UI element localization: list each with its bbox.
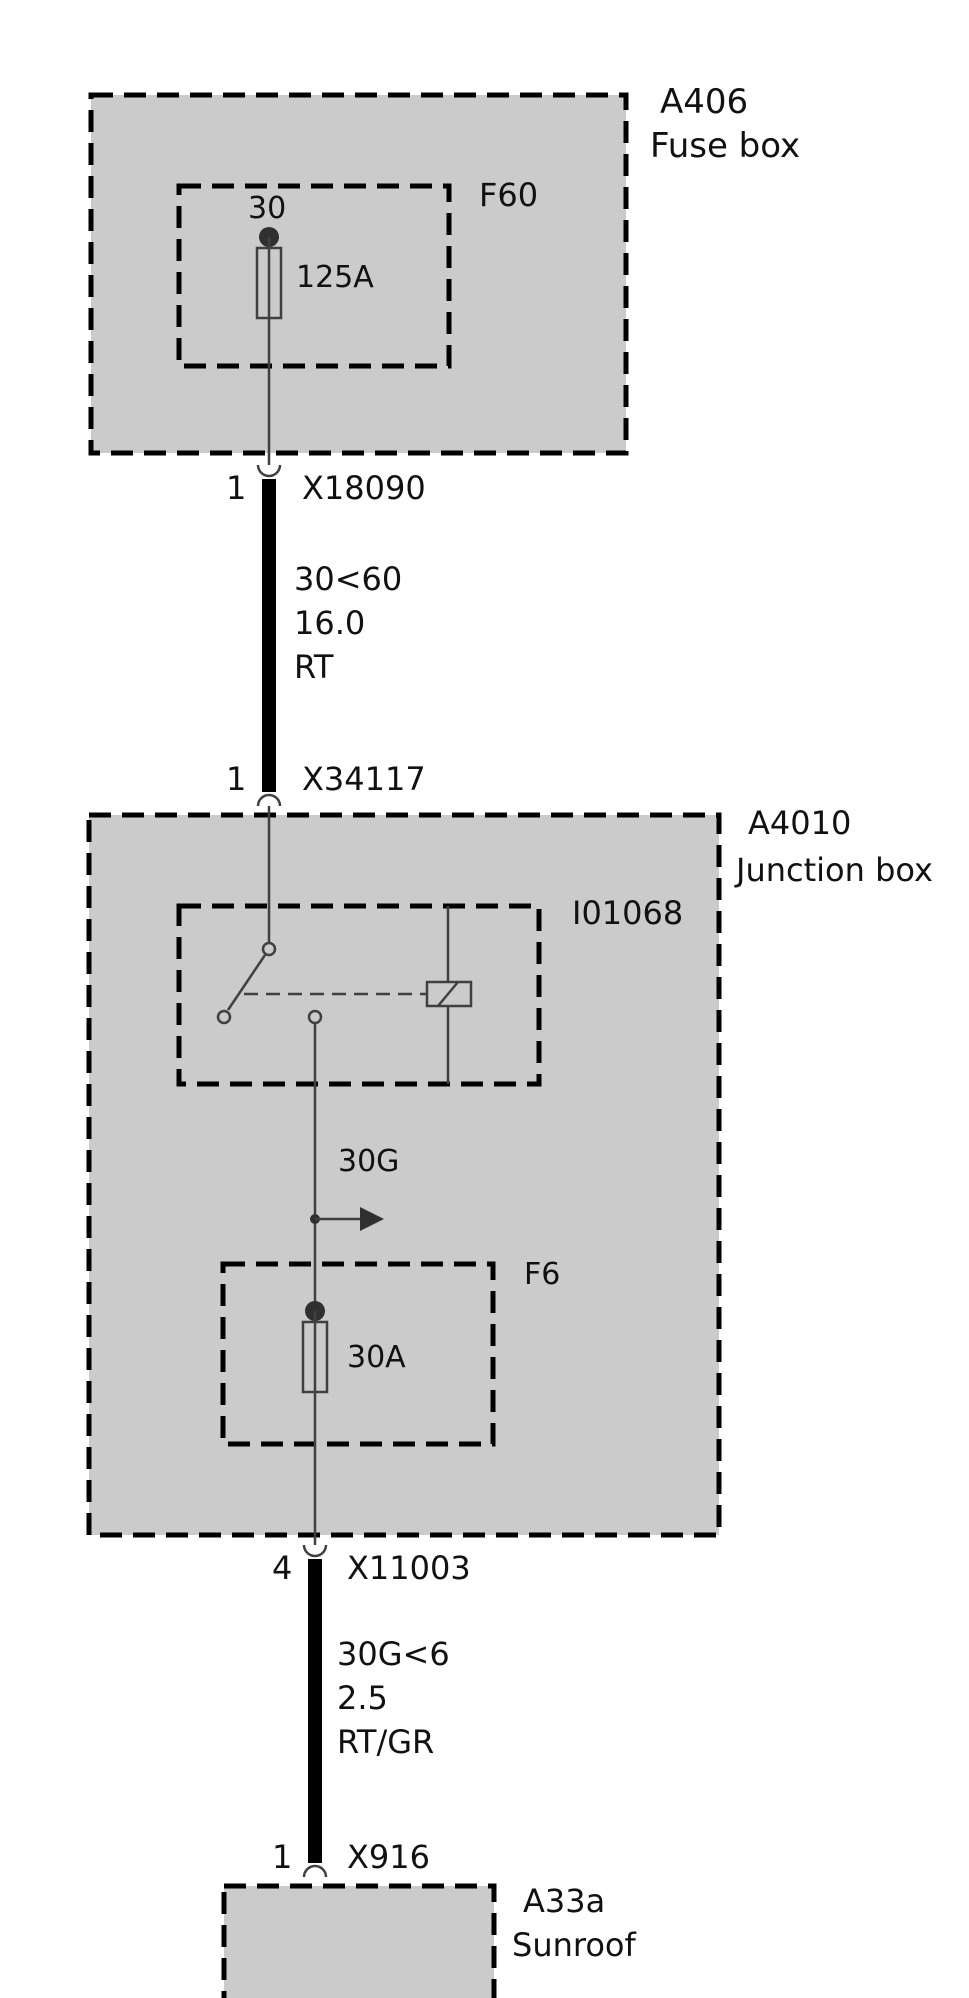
connector-x916[interactable]: 1 X916	[272, 1838, 430, 1878]
wire-2-circuit: 30G<6	[337, 1635, 450, 1673]
connector-x916-pin: 1	[272, 1838, 292, 1876]
fuse-f60-id: F60	[479, 176, 538, 214]
fuse-box-a406[interactable]: A406 Fuse box	[88, 82, 800, 456]
connector-x18090-id: X18090	[302, 469, 426, 507]
fuse-f6-id: F6	[524, 1257, 560, 1292]
relay-contact-common	[261, 941, 277, 957]
wire-1[interactable]: 30<60 16.0 RT	[262, 479, 402, 792]
relay-switch-arm	[226, 954, 267, 1011]
fuse-f6[interactable]: F6 30A	[220, 1257, 560, 1447]
wire-2-gauge: 2.5	[337, 1679, 388, 1717]
fuse-f60-outline	[176, 183, 452, 369]
wire-1-color: RT	[294, 648, 334, 686]
junction-box-outline	[86, 812, 722, 1538]
junction-box-id: A4010	[748, 804, 851, 842]
connector-x11003-id: X11003	[347, 1549, 471, 1587]
junction-box-a4010[interactable]: A4010 Junction box	[86, 804, 933, 1538]
relay-i01068[interactable]: I01068	[176, 806, 683, 1087]
connector-x18090[interactable]: 1 X18090	[226, 464, 426, 507]
wire-2[interactable]: 30G<6 2.5 RT/GR	[308, 1559, 450, 1863]
connector-x11003-socket	[302, 1544, 328, 1558]
connector-x916-socket	[302, 1864, 328, 1878]
fuse-box-name: Fuse box	[650, 126, 800, 166]
sunroof-id: A33a	[523, 1882, 605, 1920]
connector-x11003[interactable]: 4 X11003	[272, 1544, 471, 1587]
fuse-box-id: A406	[660, 82, 748, 122]
relay-coil-mark	[437, 981, 459, 1007]
junction-box-name: Junction box	[734, 851, 933, 889]
output-30g[interactable]: 30G	[310, 1023, 399, 1311]
connector-x34117[interactable]: 1 X34117	[226, 760, 426, 807]
wire-2-color: RT/GR	[337, 1723, 434, 1761]
connector-x34117-socket	[256, 793, 282, 807]
arrow-right-icon	[360, 1207, 384, 1231]
fuse-f60-terminal: 30	[248, 191, 286, 226]
fuse-f60[interactable]: F60 30 125A	[176, 176, 538, 369]
connector-x34117-id: X34117	[302, 760, 426, 798]
connector-x34117-pin: 1	[226, 760, 246, 798]
connector-x18090-socket	[256, 464, 282, 478]
fuse-f6-outline	[220, 1261, 496, 1447]
sunroof-name: Sunroof	[512, 1926, 636, 1964]
sunroof-outline	[221, 1883, 497, 1998]
fuse-f60-rating: 125A	[296, 260, 374, 295]
relay-contact-nc	[216, 1009, 232, 1025]
wire-1-circuit: 30<60	[294, 560, 402, 598]
connector-x18090-pin: 1	[226, 469, 246, 507]
output-30g-label: 30G	[338, 1144, 399, 1179]
fuse-f6-rating: 30A	[347, 1340, 406, 1375]
wire-1-gauge: 16.0	[294, 604, 365, 642]
connector-x11003-pin: 4	[272, 1549, 292, 1587]
connector-x916-id: X916	[347, 1838, 430, 1876]
sunroof-a33a[interactable]: A33a Sunroof	[221, 1882, 636, 1998]
relay-id: I01068	[572, 894, 683, 932]
relay-outline	[176, 903, 542, 1087]
